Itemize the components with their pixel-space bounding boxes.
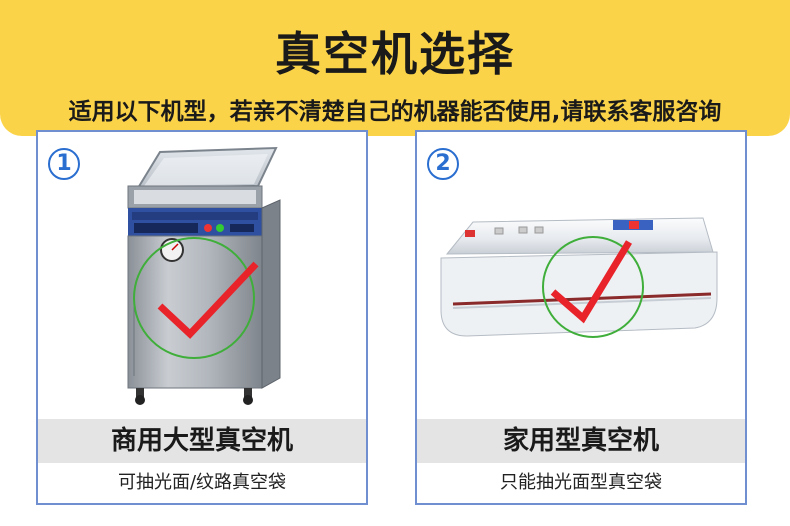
number-badge: 2 (427, 148, 459, 180)
product-description: 只能抽光面型真空袋 (500, 472, 662, 493)
page-title: 真空机选择 (275, 27, 515, 81)
product-card-household[interactable]: 2 家用型真空机 只能抽光面型真空袋 (415, 130, 747, 505)
commercial-vacuum-machine-image (127, 146, 281, 405)
product-name: 商用大型真空机 (38, 419, 366, 463)
household-vacuum-sealer-image (440, 217, 718, 338)
product-card-commercial[interactable]: 1 (36, 130, 368, 505)
product-description: 可抽光面/纹路真空袋 (117, 472, 287, 493)
page-subtitle: 适用以下机型，若亲不清楚自己的机器能否使用,请联系客服咨询 (68, 99, 722, 125)
header-banner: 真空机选择 适用以下机型，若亲不清楚自己的机器能否使用,请联系客服咨询 (0, 0, 790, 136)
number-badge: 1 (48, 148, 80, 180)
product-name: 家用型真空机 (417, 419, 745, 463)
